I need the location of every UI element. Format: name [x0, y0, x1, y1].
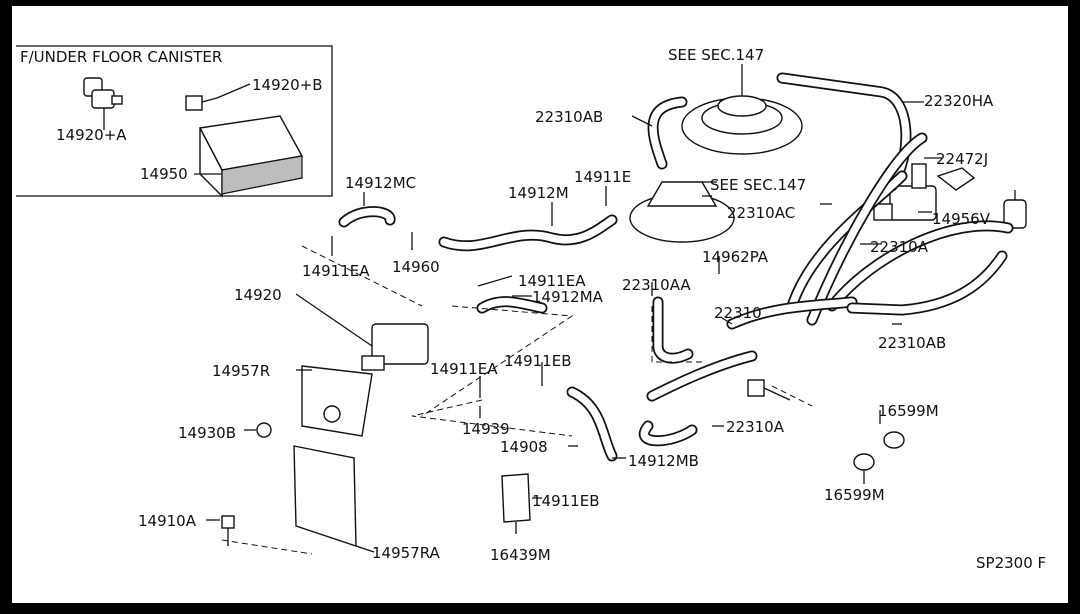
dashed-guides — [221, 245, 813, 555]
label-14957ra: 14957RA — [372, 544, 441, 562]
label-14911e: 14911E — [574, 168, 631, 186]
bracket-14957ra — [293, 445, 357, 547]
nut-14930b — [256, 422, 272, 438]
label-22310ab-right: 22310AB — [878, 334, 946, 352]
label-14911ea-b: 14911EA — [518, 272, 586, 290]
label-22310ac: 22310AC — [727, 204, 795, 222]
label-14911ea-a: 14911EA — [302, 262, 370, 280]
label-14920: 14920 — [234, 286, 282, 304]
reference-label-middle: SEE SEC.147 — [710, 176, 806, 194]
clip-22472j — [936, 167, 976, 191]
label-14930b: 14930B — [178, 424, 236, 442]
label-14920b: 14920+B — [252, 76, 323, 94]
label-22310a-right: 22310A — [870, 238, 929, 256]
label-14912m: 14912M — [508, 184, 569, 202]
bolt-22310 — [747, 379, 791, 401]
label-16439m: 16439M — [490, 546, 551, 564]
label-22310ab-top: 22310AB — [535, 108, 603, 126]
purge-solenoid-14920 — [361, 323, 429, 371]
inset-panel: F/UNDER FLOOR CANISTER 14920+B 14920+A 1… — [16, 45, 333, 198]
label-14956v: 14956V — [932, 210, 991, 228]
label-22310aa: 22310AA — [622, 276, 691, 294]
label-14939: 14939 — [462, 420, 510, 438]
label-14911eb-a: 14911EB — [504, 352, 572, 370]
diagram-sheet: F/UNDER FLOOR CANISTER 14920+B 14920+A 1… — [12, 6, 1068, 603]
egr-valve-middle — [629, 181, 735, 243]
canister-14950-part — [194, 115, 304, 198]
label-14920a: 14920+A — [56, 126, 127, 144]
caps-16599m — [853, 431, 905, 471]
label-14960: 14960 — [392, 258, 440, 276]
label-22310: 22310 — [714, 304, 762, 322]
bolt-14910a — [221, 515, 235, 546]
label-14912ma: 14912MA — [532, 288, 604, 306]
label-14912mb: 14912MB — [628, 452, 699, 470]
label-14912mc: 14912MC — [345, 174, 416, 192]
egr-valve-top — [681, 64, 803, 155]
diagram-code: SP2300 F — [976, 554, 1046, 572]
label-14910a: 14910A — [138, 512, 197, 530]
label-22320ha: 22320HA — [924, 92, 994, 110]
label-14950: 14950 — [140, 165, 188, 183]
label-14908: 14908 — [500, 438, 548, 456]
label-16599m-bottom: 16599M — [824, 486, 885, 504]
plate-16439m — [501, 473, 531, 523]
label-14911ea-c: 14911EA — [430, 360, 498, 378]
clip-14920b-part — [185, 83, 251, 111]
leader-lines — [206, 101, 942, 553]
inset-title: F/UNDER FLOOR CANISTER — [20, 48, 222, 66]
label-14911eb-b: 14911EB — [532, 492, 600, 510]
label-16599m-top: 16599M — [878, 402, 939, 420]
bracket-14957r — [301, 365, 373, 437]
valve-14920a-part — [83, 77, 123, 130]
label-14962pa: 14962PA — [702, 248, 769, 266]
connector-right-top — [1003, 190, 1027, 229]
label-22310a-bottom: 22310A — [726, 418, 785, 436]
label-14957r: 14957R — [212, 362, 270, 380]
label-22472j: 22472J — [936, 150, 988, 168]
hoses — [338, 72, 1014, 462]
parts-diagram: F/UNDER FLOOR CANISTER 14920+B 14920+A 1… — [16, 45, 1046, 572]
reference-label-top: SEE SEC.147 — [668, 46, 764, 64]
